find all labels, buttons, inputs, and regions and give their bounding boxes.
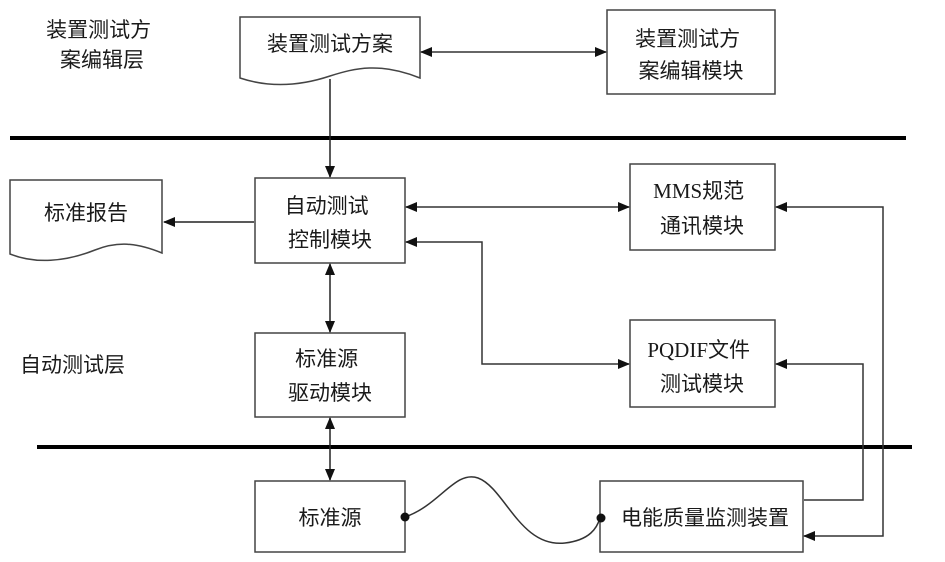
mms-comm-module[interactable]: MMS规范 通讯模块: [629, 163, 776, 251]
source-driver-module[interactable]: 标准源 驱动模块: [254, 332, 406, 418]
plan-editor-module[interactable]: 装置测试方 案编辑模块: [606, 9, 776, 95]
test-plan-document[interactable]: 装置测试方案: [239, 16, 421, 86]
standard-source-module[interactable]: 标准源: [254, 480, 406, 553]
pqdif-test-module[interactable]: PQDIF文件 测试模块: [629, 319, 776, 408]
pq-monitor-device[interactable]: 电能质量监测装置: [599, 480, 804, 553]
cable-terminal-source: [400, 512, 410, 522]
svg-text:标准源: 标准源: [299, 506, 362, 530]
svg-text:电能质量监测装置: 电能质量监测装置: [621, 506, 789, 530]
layer-label-edit: 装置测试方 案编辑层: [46, 18, 158, 72]
svg-text:MMS规范 通讯模块: MMS规范 通讯模块: [653, 179, 751, 238]
document-shape: [239, 16, 421, 86]
connector-control-pqdif: [405, 237, 630, 369]
connector-mms-monitor: [775, 202, 884, 541]
auto-test-control-module[interactable]: 自动测试 控制模块: [254, 177, 406, 264]
svg-text:标准源 驱动模块: 标准源 驱动模块: [288, 347, 372, 405]
document-shape: [9, 179, 163, 262]
test-plan-label: 装置测试方案: [267, 32, 393, 56]
layer-label-auto-test: 自动测试层: [20, 353, 125, 377]
svg-text:PQDIF文件 测试模块: PQDIF文件 测试模块: [647, 338, 756, 396]
svg-text:自动测试 控制模块: 自动测试 控制模块: [285, 194, 376, 252]
cable-source-monitor: [404, 476, 601, 544]
standard-report-document[interactable]: 标准报告: [9, 179, 163, 262]
connector-monitor-pqdif: [775, 359, 864, 501]
svg-text:装置测试方 案编辑模块: 装置测试方 案编辑模块: [635, 27, 747, 83]
standard-report-label: 标准报告: [44, 201, 128, 225]
cable-terminal-monitor: [596, 513, 606, 523]
